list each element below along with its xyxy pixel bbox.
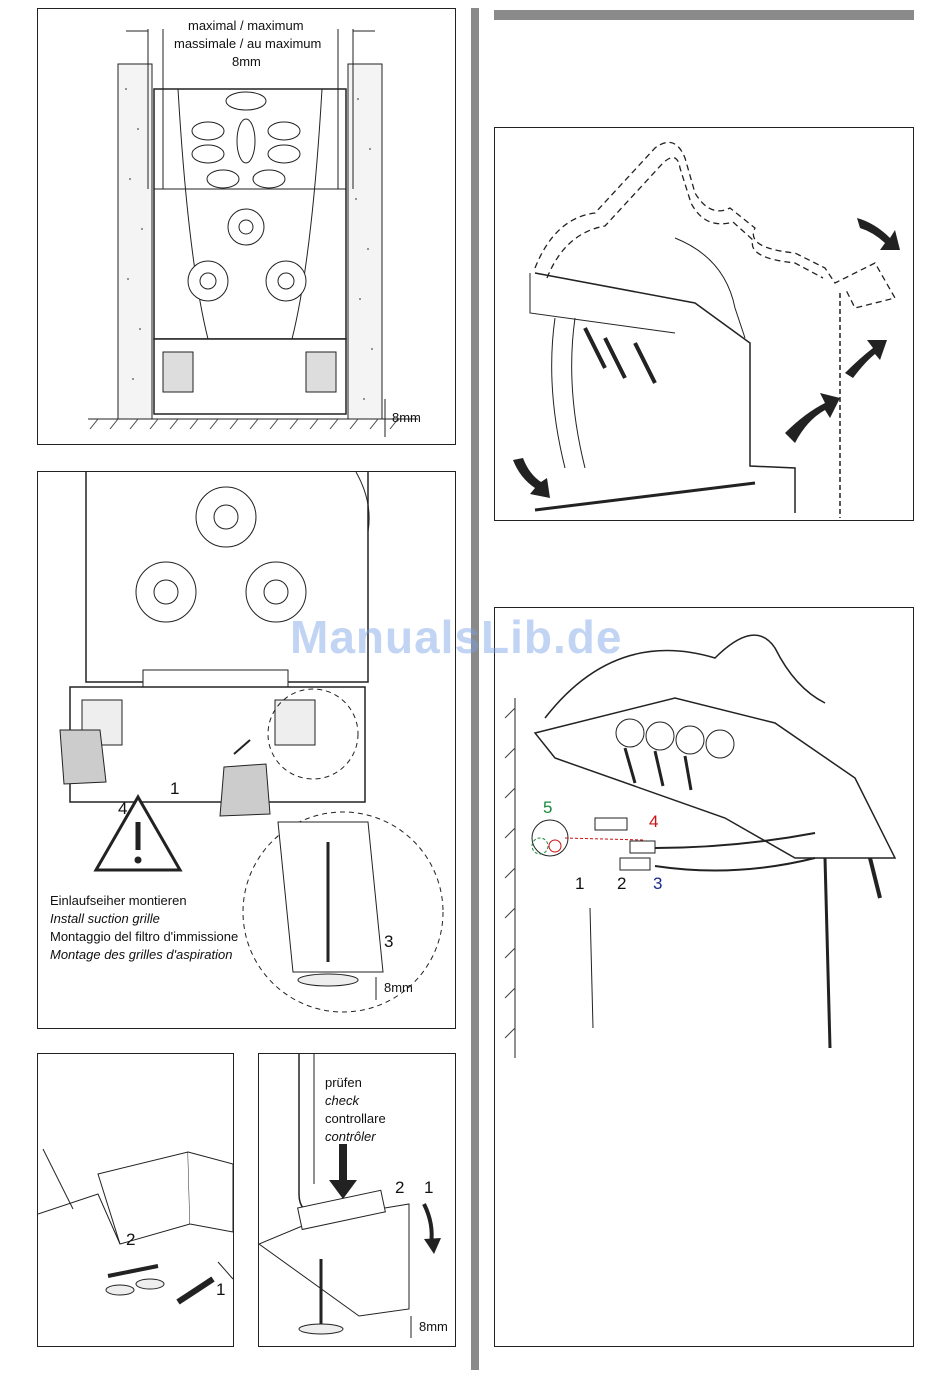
callout-4: 4 <box>649 812 658 832</box>
check-label-fr: contrôler <box>325 1128 376 1145</box>
figure-adjust-foot: 2 1 <box>37 1053 234 1347</box>
callout-3: 3 <box>384 932 393 952</box>
figure-tilt-spa <box>494 127 914 521</box>
figure-connect-pipes: 5 4 1 2 3 <box>494 607 914 1347</box>
top-bar <box>494 10 914 20</box>
caption-fr: Montage des grilles d'aspiration <box>50 946 232 963</box>
vertical-divider <box>471 8 479 1370</box>
check-label-de: prüfen <box>325 1074 362 1091</box>
caption-it: Montaggio del filtro d'immissione <box>50 928 238 945</box>
callout-1: 1 <box>170 779 179 799</box>
check-label-en: check <box>325 1092 359 1109</box>
callout-5: 5 <box>543 798 552 818</box>
callout-1: 1 <box>424 1178 433 1198</box>
callout-1: 1 <box>216 1280 225 1300</box>
figure-install-suction-grille: 1 4 3 8mm Einlaufseiher montieren Instal… <box>37 471 456 1029</box>
callout-3: 3 <box>653 874 662 894</box>
dimension-label-bottom: 8mm <box>392 409 421 426</box>
spa-front-illustration <box>38 9 456 445</box>
callout-2: 2 <box>126 1230 135 1250</box>
callout-1: 1 <box>575 874 584 894</box>
caption-en: Install suction grille <box>50 910 160 927</box>
callout-4: 4 <box>118 799 127 819</box>
check-label-it: controllare <box>325 1110 386 1127</box>
adjust-foot-illustration <box>38 1054 234 1347</box>
watermark: ManualsLib.de <box>290 610 622 664</box>
dimension-label: 8mm <box>419 1318 448 1335</box>
figure-spa-front-clearance: maximal / maximum massimale / au maximum… <box>37 8 456 445</box>
dimension-label-max-3: 8mm <box>232 53 261 70</box>
callout-2: 2 <box>617 874 626 894</box>
dimension-label: 8mm <box>384 979 413 996</box>
dimension-label-max-1: maximal / maximum <box>188 17 304 34</box>
callout-2: 2 <box>395 1178 404 1198</box>
tilt-spa-illustration <box>495 128 914 521</box>
figure-check-level: prüfen check controllare contrôler 2 1 8… <box>258 1053 456 1347</box>
dimension-label-max-2: massimale / au maximum <box>174 35 321 52</box>
connect-pipes-illustration <box>495 608 914 1347</box>
caption-de: Einlaufseiher montieren <box>50 892 187 909</box>
